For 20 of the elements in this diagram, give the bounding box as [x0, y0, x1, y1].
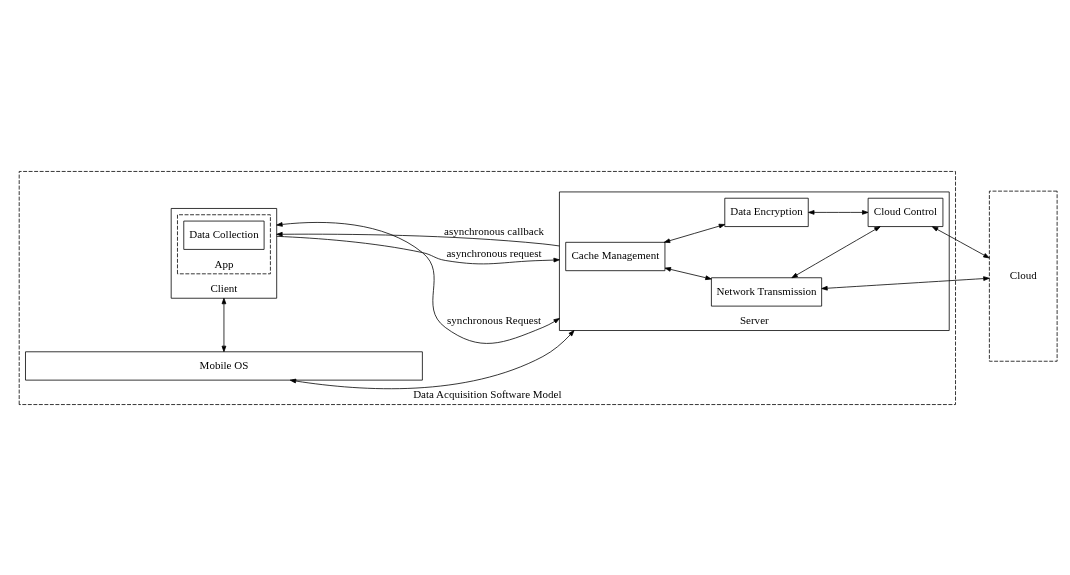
- edge-label: asynchronous request: [446, 246, 542, 259]
- arrow: [276, 221, 560, 344]
- node-box: Network Transmission: [711, 276, 823, 306]
- arrow: [791, 225, 881, 278]
- arrow: [808, 209, 869, 215]
- arrow: [221, 297, 227, 352]
- arrow: [663, 223, 726, 243]
- node-box: Cloud: [989, 190, 1058, 362]
- node-box: Data Encryption: [724, 197, 809, 227]
- arrow: [289, 329, 575, 389]
- arrow: [276, 231, 560, 246]
- arrow: [821, 275, 990, 291]
- arrow: [664, 266, 712, 280]
- edge-label: synchronous Request: [447, 313, 542, 326]
- node-box: Cloud Control: [867, 197, 944, 227]
- node-box: Data Collection: [183, 220, 265, 250]
- arrow: [931, 225, 990, 258]
- edge-label: asynchronous callback: [444, 224, 545, 237]
- node-box: Cache Management: [565, 241, 666, 271]
- arrow: [276, 235, 560, 264]
